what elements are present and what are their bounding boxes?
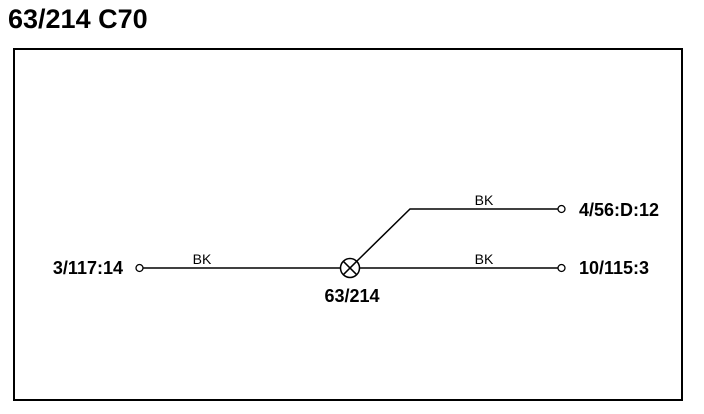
splice-label: 63/214 <box>324 286 379 306</box>
terminal-left <box>135 263 144 273</box>
connector-label-right-lower: 10/115:3 <box>579 258 649 278</box>
wire-color-right-lower: BK <box>475 251 494 267</box>
wire-right-upper <box>356 208 558 262</box>
page-title: 63/214 C70 <box>8 4 148 34</box>
diagram-frame <box>13 48 683 401</box>
connector-label-left: 3/117:14 <box>53 258 123 278</box>
connector-label-right-upper: 4/56:D:12 <box>579 200 659 220</box>
splice-icon <box>339 257 361 279</box>
terminal-right-lower <box>557 263 566 273</box>
wire-color-right-upper: BK <box>475 192 494 208</box>
terminal-right-upper <box>557 204 566 214</box>
wire-color-left: BK <box>193 251 212 267</box>
